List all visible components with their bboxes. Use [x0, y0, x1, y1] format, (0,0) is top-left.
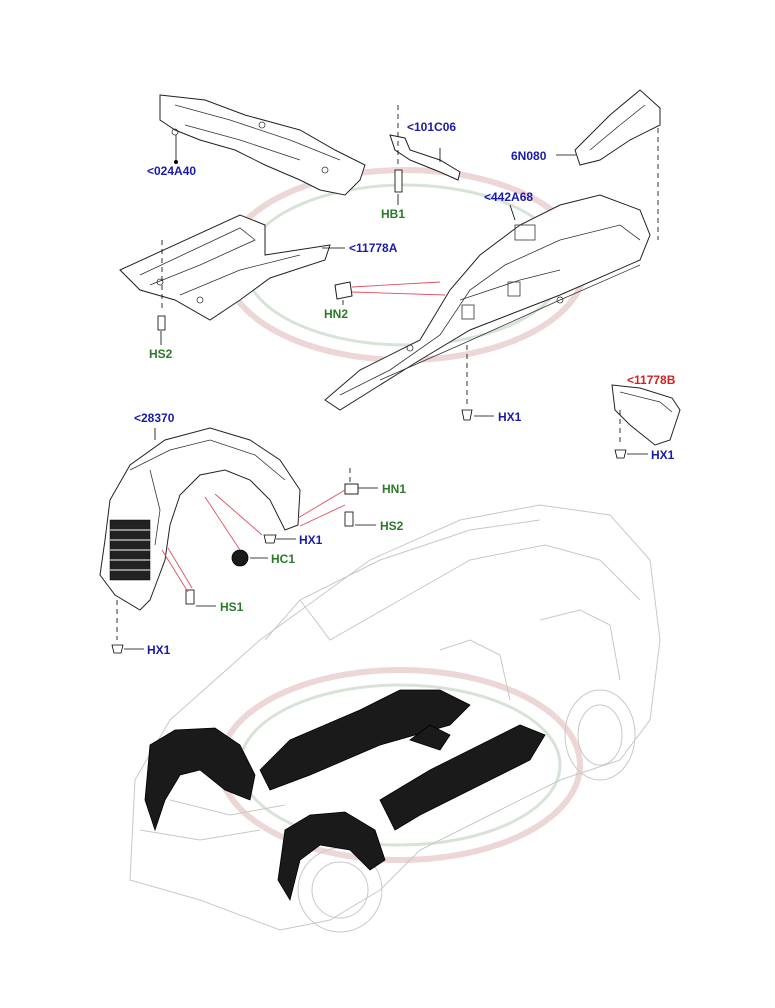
underbody-shield-front — [119, 214, 331, 321]
label-HS2-top: HS2 — [149, 347, 173, 361]
label-HN1: HN1 — [382, 482, 406, 496]
liner-vent-grille — [109, 519, 151, 581]
cap-HC1 — [231, 549, 249, 567]
wheel-arch-liner-28370 — [99, 427, 301, 611]
vehicle-outline — [129, 504, 661, 933]
underbody-shield-side-442A68 — [324, 194, 651, 411]
label-024A40: <024A40 — [147, 164, 196, 178]
label-HX1-mid: HX1 — [498, 410, 522, 424]
clip-HN1 — [344, 483, 359, 495]
vehicle-highlighted-parts — [144, 689, 546, 902]
label-HX1-wheel: HX1 — [299, 533, 323, 547]
bracket-101C06 — [389, 134, 461, 181]
label-11778B: <11778B — [627, 373, 676, 387]
label-HS1: HS1 — [220, 600, 244, 614]
bracket-panel-024A40 — [159, 94, 366, 196]
label-HS2-mid: HS2 — [380, 519, 404, 533]
label-HB1: HB1 — [381, 207, 405, 221]
label-HX1-right: HX1 — [651, 448, 675, 462]
label-442A68: <442A68 — [484, 190, 533, 204]
label-28370: <28370 — [134, 411, 175, 425]
label-HX1-low: HX1 — [147, 643, 171, 657]
label-HN2: HN2 — [324, 307, 348, 321]
bracket-11778B — [611, 384, 681, 446]
label-HC1: HC1 — [271, 552, 295, 566]
clip-HN2 — [334, 281, 353, 300]
label-6N080: 6N080 — [511, 149, 547, 163]
bracket-6N080 — [574, 89, 661, 166]
label-11778A: <11778A — [349, 241, 398, 255]
label-101C06: <101C06 — [407, 120, 456, 134]
